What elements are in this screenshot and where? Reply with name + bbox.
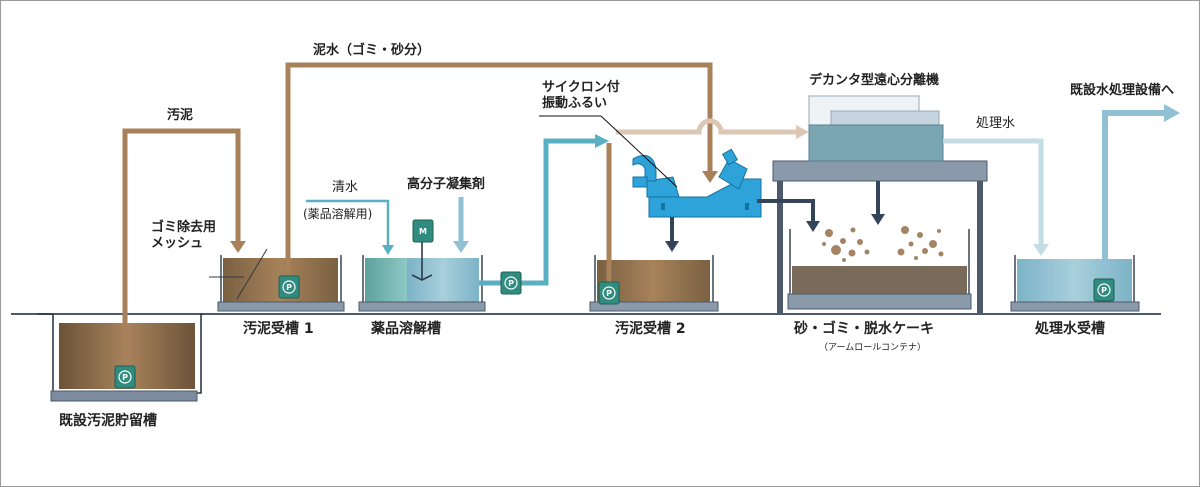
label-existing-tank: 既設汚泥貯留槽 <box>59 413 157 429</box>
label-sludge-tank-1: 汚泥受槽 1 <box>243 321 314 337</box>
pump-icon: P <box>1093 278 1115 302</box>
motor-icon: M <box>412 219 434 243</box>
pump-icon: P <box>114 365 136 389</box>
label-treated-water: 処理水 <box>976 116 1016 131</box>
label-clear-water-note: (薬品溶解用) <box>303 207 373 221</box>
label-clear-water: 清水 <box>332 180 359 195</box>
label-mud-water: 泥水（ゴミ・砂分） <box>313 43 431 58</box>
clear-water-pipe <box>306 199 390 245</box>
svg-text:P: P <box>122 373 128 382</box>
label-sludge-tank-2: 汚泥受槽 2 <box>615 321 686 337</box>
label-cake: 砂・ゴミ・脱水ケーキ <box>794 321 934 337</box>
chemical-pipe <box>479 138 595 286</box>
discharge-pipe <box>1102 110 1164 281</box>
label-to-existing: 既設水処理設備へ <box>1070 83 1175 98</box>
label-sludge-flow: 汚泥 <box>167 108 194 123</box>
label-cyclone-line1: サイクロン付 <box>542 80 620 95</box>
treated-water-pipe <box>943 138 1044 244</box>
treated-water-arrow <box>1033 244 1049 256</box>
clear-water-arrow <box>382 245 394 255</box>
label-container: （アームロールコンテナ） <box>819 343 927 353</box>
label-mesh-line1: ゴミ除去用 <box>151 220 217 235</box>
svg-text:P: P <box>1101 286 1107 295</box>
mud-water-arrow <box>702 171 718 183</box>
flocculant-arrow <box>453 241 469 253</box>
label-treated-tank: 処理水受槽 <box>1035 321 1105 337</box>
sludge-tank-2 <box>589 255 719 312</box>
discharge-arrow <box>1164 104 1180 122</box>
label-mesh-line2: メッシュ <box>151 236 204 251</box>
svg-text:P: P <box>606 289 612 298</box>
treated-water-tank <box>1010 255 1140 312</box>
discharge-arrows <box>665 181 885 252</box>
svg-text:M: M <box>419 227 427 236</box>
chemical-dissolution-tank <box>358 241 486 312</box>
label-flocculant: 高分子凝集剤 <box>407 177 486 192</box>
sludge-tank-1 <box>209 248 345 312</box>
label-cyclone-line2: 振動ふるい <box>542 96 608 111</box>
svg-text:P: P <box>286 283 292 292</box>
label-chem-tank: 薬品溶解槽 <box>371 321 441 337</box>
label-decanter: デカンタ型遠心分離機 <box>809 73 940 88</box>
cake-container <box>787 226 972 310</box>
feed-arrow <box>796 125 809 139</box>
feed-pipe-to-decanter <box>616 118 796 135</box>
svg-text:P: P <box>508 279 514 288</box>
sludge-arrow-1 <box>230 241 246 253</box>
sludge-pipes <box>122 62 713 366</box>
decanter-centrifuge <box>808 95 944 162</box>
pump-icon: P <box>278 275 300 299</box>
pump-icon: P <box>598 281 620 305</box>
cyclone-vibrating-screen <box>539 115 762 218</box>
chemical-arrow <box>595 134 609 148</box>
pump-icon: P <box>500 271 522 295</box>
